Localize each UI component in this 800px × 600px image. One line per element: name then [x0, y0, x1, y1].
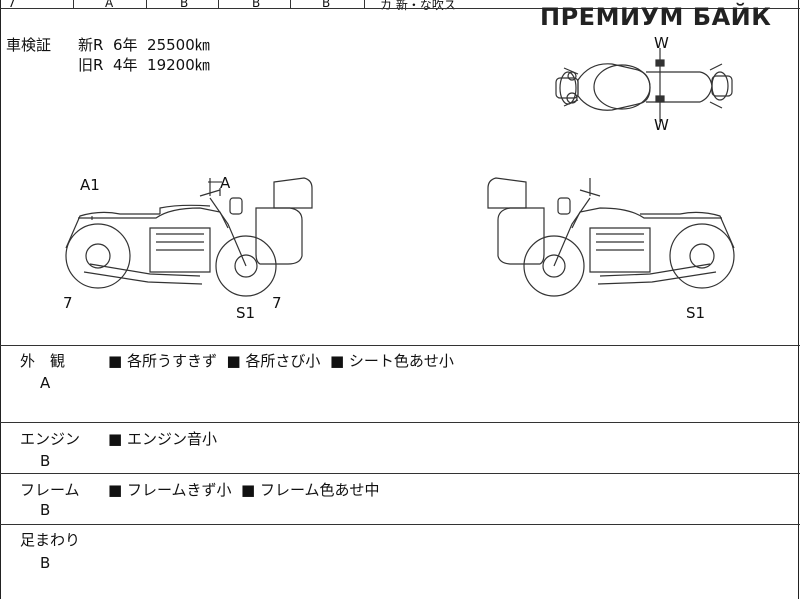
- left-diagram-label: A: [220, 174, 231, 192]
- section-divider: [0, 524, 800, 525]
- top-stub-cell: B: [180, 0, 189, 10]
- top-row-line: [0, 8, 800, 9]
- section-grade-suspension: B: [40, 554, 51, 572]
- top-stub-divider: [0, 0, 74, 8]
- section-notes-engine: ■ エンジン音小: [108, 430, 217, 448]
- left-diagram-label: S1: [236, 304, 256, 322]
- section-grade-exterior: A: [40, 374, 51, 392]
- top-stub-cell: B: [322, 0, 331, 10]
- top-stub-cell: カ 新・な吹ス: [380, 0, 456, 12]
- top-stub-cell: B: [252, 0, 261, 10]
- top-stub-cell: A: [105, 0, 114, 10]
- top-view-label: W: [654, 34, 669, 52]
- top-stub-cell: 7: [8, 0, 16, 10]
- inspection-label: 車検証: [6, 36, 52, 54]
- section-notes-frame: ■ フレームきず小 ■ フレーム色あせ中: [108, 481, 380, 499]
- brand-watermark: ПРЕМИУМ БАЙК: [540, 3, 772, 31]
- section-divider: [0, 345, 800, 346]
- left-diagram-label: 7: [272, 294, 282, 312]
- top-stub-divider: [290, 0, 365, 8]
- top-stub-divider: [146, 0, 219, 8]
- top-stub-divider: [73, 0, 147, 8]
- section-notes-exterior: ■ 各所うすきず ■ 各所さび小 ■ シート色あせ小: [108, 352, 454, 370]
- section-title-engine: エンジン: [20, 430, 81, 448]
- top-view-motorcycle-diagram: [555, 48, 733, 122]
- left-diagram-label: 7: [63, 294, 73, 312]
- section-grade-frame: B: [40, 501, 51, 519]
- section-divider: [0, 473, 800, 474]
- right-diagram-label: S1: [686, 304, 706, 322]
- top-stub-divider: [218, 0, 291, 8]
- section-title-suspension: 足まわり: [20, 531, 81, 549]
- right-side-motorcycle-diagram: [487, 177, 735, 297]
- section-divider: [0, 422, 800, 423]
- section-grade-engine: B: [40, 452, 51, 470]
- section-title-frame: フレーム: [20, 481, 80, 499]
- top-view-label: W: [654, 116, 669, 134]
- section-title-exterior: 外 観: [20, 352, 66, 370]
- left-side-motorcycle-diagram: [65, 177, 313, 297]
- left-diagram-label: A1: [80, 176, 100, 194]
- inspection-new: 新R 6年 25500㎞: [78, 36, 210, 54]
- inspection-old: 旧R 4年 19200㎞: [78, 56, 210, 74]
